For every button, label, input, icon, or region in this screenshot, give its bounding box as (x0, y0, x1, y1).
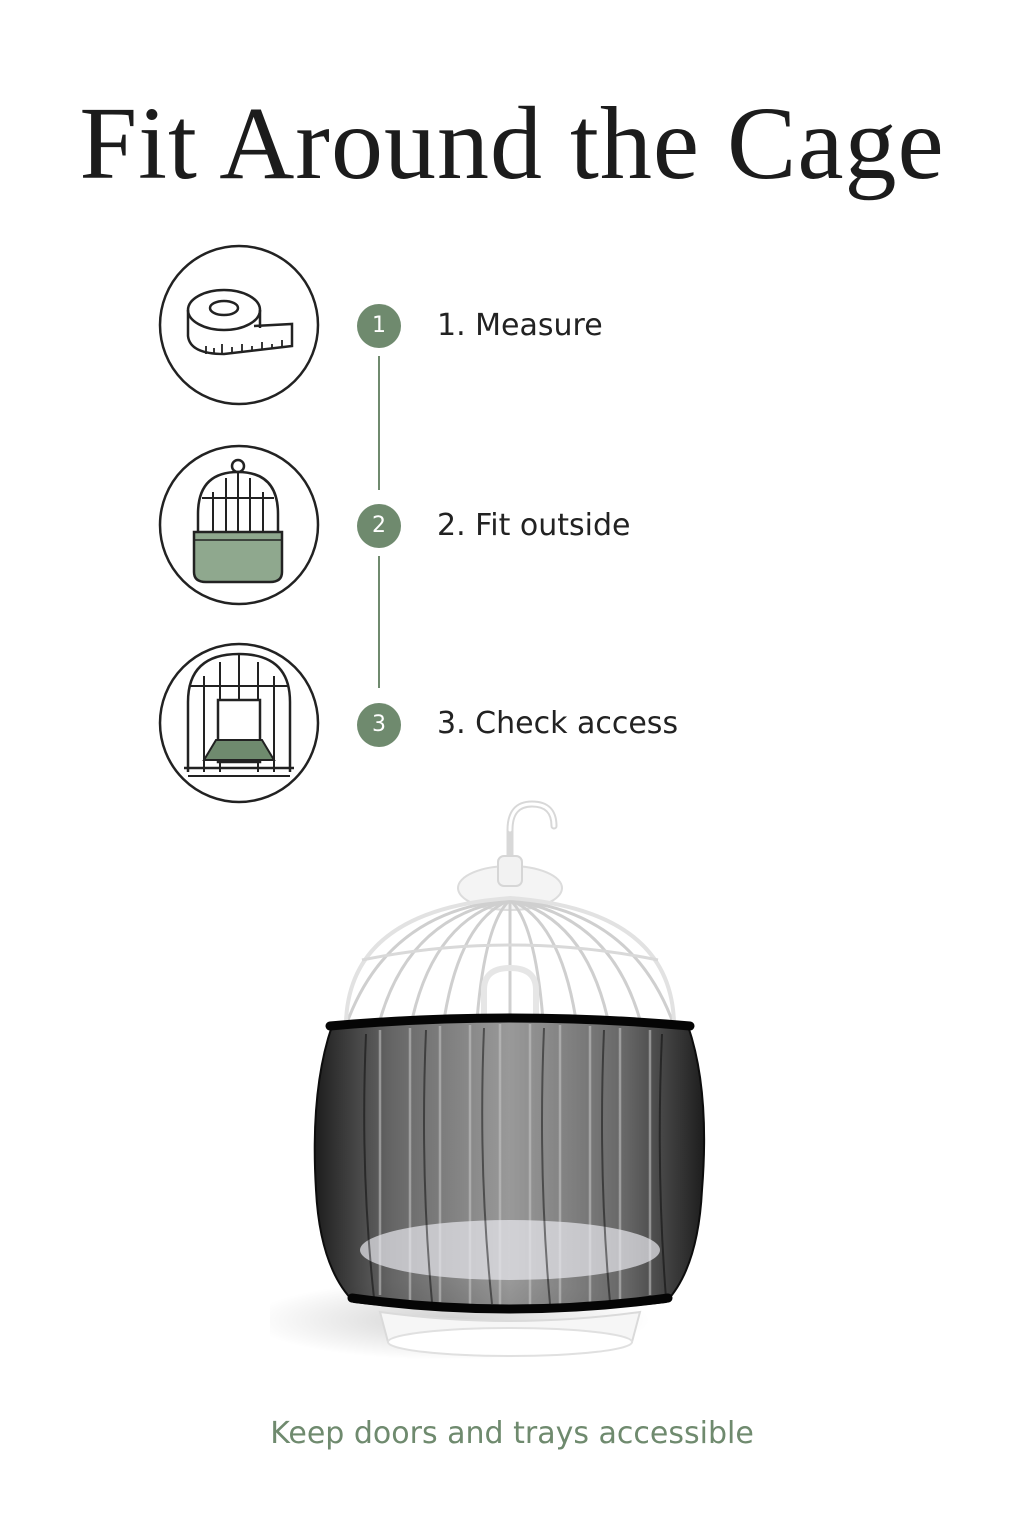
step-connector-2 (378, 556, 380, 688)
step-1-icon-circle (158, 244, 320, 406)
step-2-badge: 2 (357, 504, 401, 548)
caption: Keep doors and trays accessible (270, 1416, 754, 1451)
cage-door-icon (158, 642, 320, 804)
step-2-icon-circle (158, 444, 320, 606)
cage-cover-icon (158, 444, 320, 606)
tape-measure-icon (158, 244, 320, 406)
page-title: Fit Around the Cage (79, 86, 945, 201)
step-1-label: 1. Measure (437, 308, 603, 343)
step-1-badge: 1 (357, 304, 401, 348)
step-3-icon-circle (158, 642, 320, 804)
step-2-label: 2. Fit outside (437, 508, 631, 543)
covered-birdcage-image (250, 790, 750, 1380)
step-3-badge: 3 (357, 703, 401, 747)
birdcage-illustration (250, 800, 706, 1360)
step-3-label: 3. Check access (437, 706, 679, 741)
step-connector-1 (378, 356, 380, 490)
